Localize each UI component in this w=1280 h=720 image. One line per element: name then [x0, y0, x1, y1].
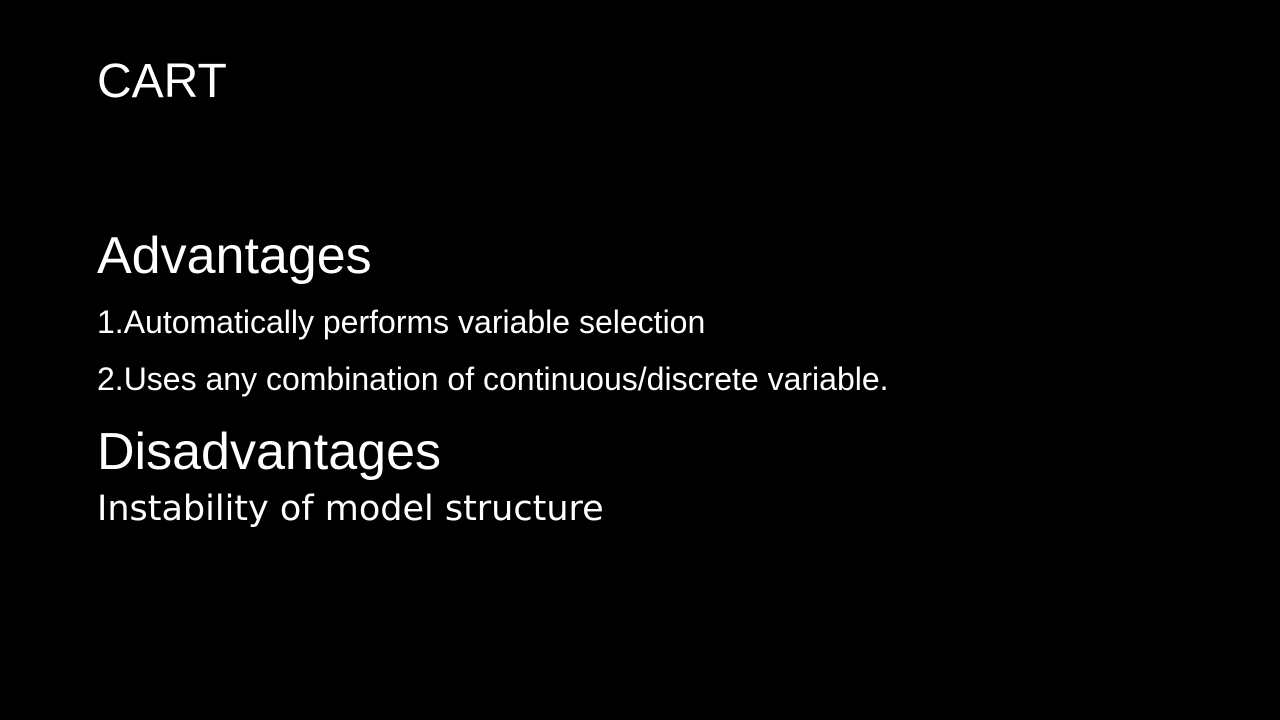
disadvantage-item: Instability of model structure — [97, 489, 604, 529]
advantage-item: 2.Uses any combination of continuous/dis… — [97, 361, 889, 397]
advantage-item: 1.Automatically performs variable select… — [97, 304, 706, 340]
disadvantages-heading: Disadvantages — [97, 423, 441, 481]
advantages-heading: Advantages — [97, 227, 372, 285]
slide-title: CART — [97, 55, 227, 108]
